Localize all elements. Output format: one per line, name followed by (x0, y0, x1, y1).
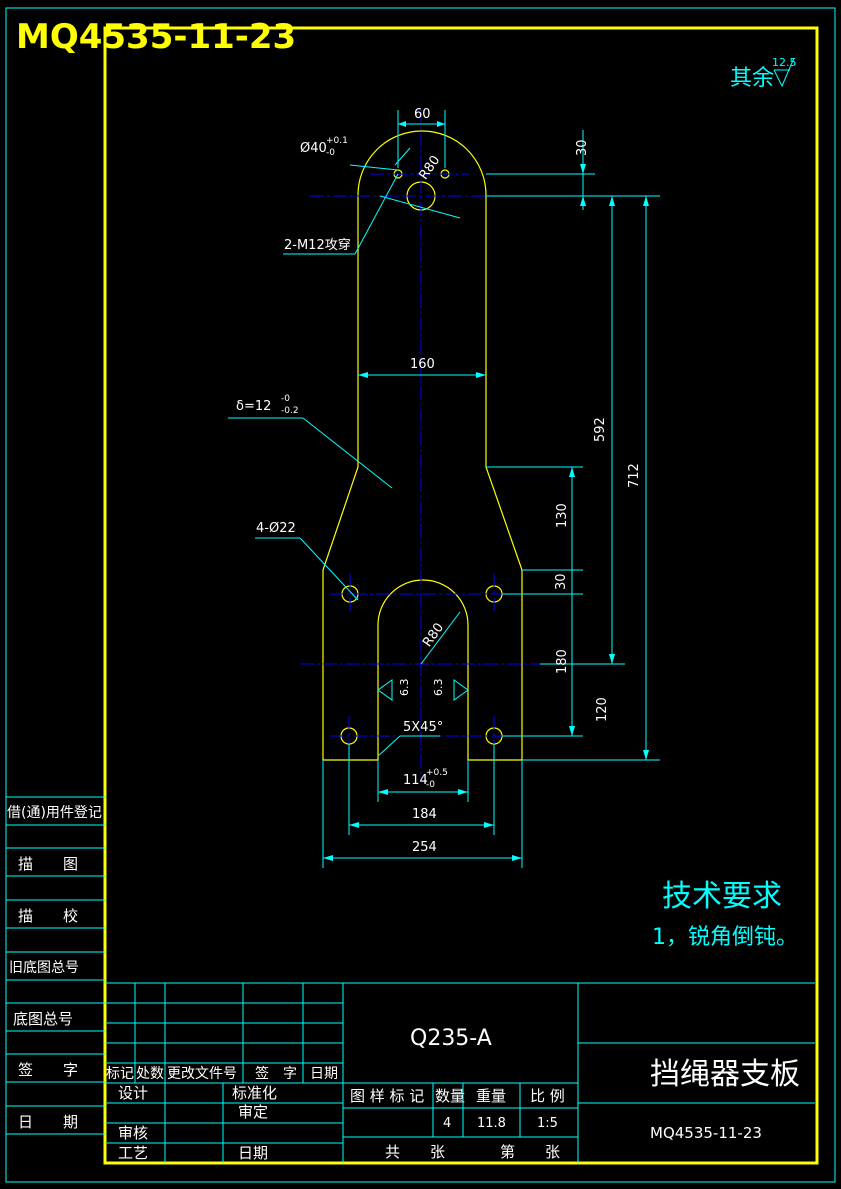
dim-184: 184 (412, 807, 437, 822)
dimension-arrows (323, 121, 649, 861)
dim-254: 254 (412, 840, 437, 855)
left-col-item-4: 底图总号 (13, 1010, 73, 1028)
label-review: 审定 (238, 1103, 268, 1121)
dim-120: 120 (595, 697, 610, 722)
rev-header-sign: 签 字 (255, 1065, 297, 1082)
dim-thk-tol-upper: -0 (281, 394, 290, 404)
dimension-lines (228, 110, 660, 868)
label-process: 工艺 (118, 1144, 148, 1162)
dim-712: 712 (627, 463, 642, 488)
mark-header: 图 样 标 记 (350, 1087, 424, 1105)
dim-hole-tol-upper: +0.1 (326, 136, 348, 146)
part-name: 挡绳器支板 (650, 1057, 800, 1092)
surface-finish-value: 12.5 (772, 56, 797, 69)
rev-header-mark: 标记 (106, 1066, 134, 1082)
sheet-number: 第 张 (500, 1143, 560, 1161)
left-col-item-6: 日 期 (18, 1113, 78, 1131)
dim-hole-dia: Ø40 (300, 141, 327, 156)
title-block-text: Q235-A 挡绳器支板 MQ4535-11-23 标记 处数 更改文件号 签 … (106, 1026, 800, 1162)
dim-130: 130 (555, 503, 570, 528)
scale-value: 1:5 (537, 1116, 558, 1131)
left-col-item-3: 旧底图总号 (9, 960, 79, 976)
label-date: 日期 (238, 1144, 268, 1162)
label-standardize: 标准化 (232, 1084, 277, 1102)
left-col-item-1: 描 图 (18, 855, 78, 873)
dim-slot-tol-upper: +0.5 (426, 768, 448, 778)
dim-30: 30 (554, 573, 569, 590)
part-outline (322, 130, 523, 761)
dim-592: 592 (593, 417, 608, 442)
dim-rough-a: 6.3 (398, 679, 411, 697)
dim-thk-tol-lower: -0.2 (281, 406, 299, 416)
dim-slot-tol-lower: -0 (426, 780, 435, 790)
drawing-number-banner: MQ4535-11-23 (16, 17, 296, 57)
scale-header: 比 例 (530, 1087, 565, 1105)
tech-requirements-title: 技术要求 (662, 879, 782, 914)
surface-finish: 其余 12.5 (730, 56, 797, 91)
drawing-number: MQ4535-11-23 (650, 1124, 762, 1142)
dim-slot-width: 114 (403, 773, 428, 788)
material: Q235-A (410, 1026, 492, 1051)
left-col-item-5: 签 字 (18, 1061, 78, 1079)
weight-value: 11.8 (477, 1116, 506, 1131)
dim-top-offset: 30 (575, 139, 590, 156)
roughness-symbol-icon (773, 57, 795, 88)
rev-header-count: 处数 (136, 1066, 164, 1082)
left-column: 借(通)用件登记 描 图 描 校 旧底图总号 底图总号 签 字 日 期 (6, 796, 105, 1135)
tech-requirements-item-1: 1，锐角倒钝。 (652, 925, 798, 950)
dimension-labels: 60 Ø40 +0.1 -0 R80 30 2-M12攻穿 160 δ=12 -… (236, 107, 642, 855)
label-check: 审核 (118, 1124, 148, 1142)
dim-thickness: δ=12 (236, 399, 271, 414)
rev-header-date: 日期 (310, 1066, 338, 1082)
centerlines (300, 110, 540, 780)
total-sheets: 共 张 (385, 1143, 445, 1161)
qty-header: 数量 (435, 1087, 465, 1105)
drawing-frame (103, 26, 819, 1165)
surface-finish-prefix: 其余 (730, 66, 774, 91)
sheet-border (5, 7, 836, 1183)
left-col-item-2: 描 校 (18, 907, 78, 925)
left-col-item-0: 借(通)用件登记 (7, 805, 102, 821)
dim-hole-tol-lower: -0 (326, 148, 335, 158)
weight-header: 重量 (476, 1087, 506, 1105)
dim-180: 180 (555, 649, 570, 674)
rev-header-doc: 更改文件号 (167, 1066, 237, 1082)
dim-top-width: 60 (414, 107, 431, 122)
label-design: 设计 (118, 1084, 148, 1102)
title-block (105, 982, 815, 1163)
dim-bolt-holes: 4-Ø22 (256, 521, 296, 536)
dim-mid-width: 160 (410, 357, 435, 372)
qty-value: 4 (443, 1116, 451, 1131)
dim-rough-b: 6.3 (432, 679, 445, 697)
dim-tapped-holes: 2-M12攻穿 (284, 237, 351, 253)
dim-chamfer: 5X45° (403, 720, 443, 735)
